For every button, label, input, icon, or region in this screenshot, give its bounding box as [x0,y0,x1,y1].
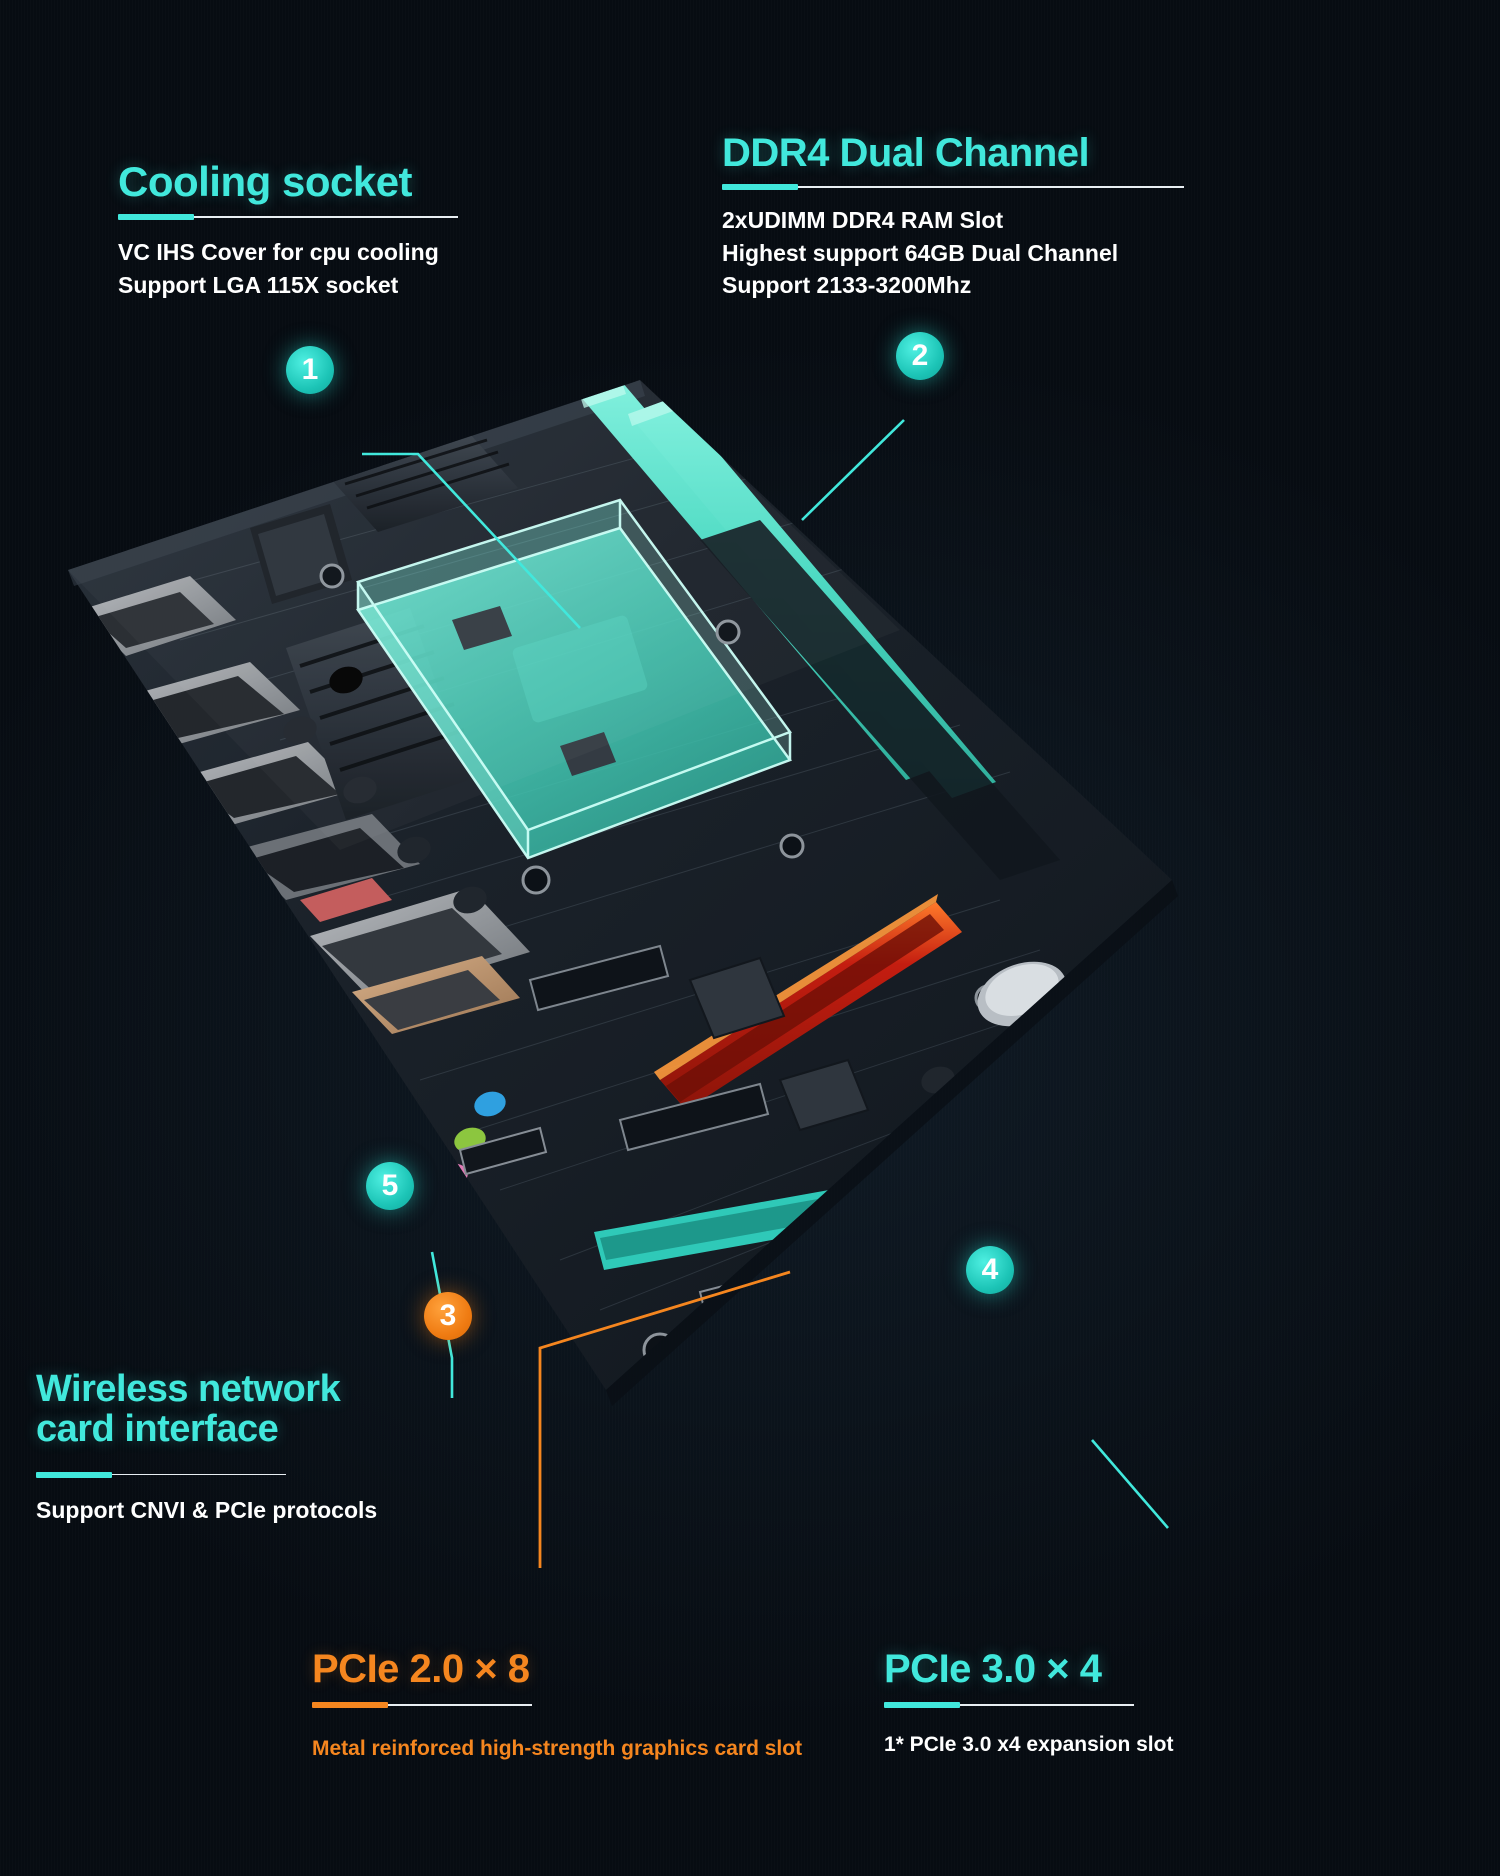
cooling-socket-divider [118,214,458,221]
marker-1-number: 1 [301,353,319,386]
ddr4-title: DDR4 Dual Channel [722,131,1090,175]
marker-1[interactable]: 1 [286,346,334,394]
marker-2-number: 2 [911,339,929,372]
marker-3[interactable]: 3 [424,1292,472,1340]
marker-5[interactable]: 5 [366,1162,414,1210]
pcie20-title: PCIe 2.0 × 8 [312,1647,530,1691]
motherboard-illustration [68,380,1178,1406]
marker-3-number: 3 [439,1299,457,1332]
cooling-socket-title: Cooling socket [118,158,413,205]
pcie20-divider [312,1702,532,1708]
pcie30-body: 1* PCIe 3.0 x4 expansion slot [884,1733,1174,1756]
pcie20-body: Metal reinforced high-strength graphics … [312,1737,803,1760]
pcie30-divider [884,1702,1134,1708]
marker-5-number: 5 [381,1169,399,1202]
motherboard-photo [0,380,1500,1520]
chipset-ics [452,606,870,1132]
section-pcie-20-x8: PCIe 2.0 × 8 Metal reinforced high-stren… [312,1648,852,1764]
marker-2[interactable]: 2 [896,332,944,380]
marker-4-number: 4 [981,1253,999,1286]
section-cooling-socket: Cooling socket VC IHS Cover for cpu cool… [118,158,518,301]
marker-4[interactable]: 4 [966,1246,1014,1294]
wireless-title: Wireless network card interface [36,1368,341,1450]
wireless-body: Support CNVI & PCIe protocols [36,1496,378,1523]
section-ddr4-dual-channel: DDR4 Dual Channel 2xUDIMM DDR4 RAM Slot … [722,132,1192,302]
section-pcie-30-x4: PCIe 3.0 × 4 1* PCIe 3.0 x4 expansion sl… [884,1648,1304,1760]
sata-ports [1048,998,1126,1074]
wireless-divider [36,1471,286,1478]
ddr4-body: 2xUDIMM DDR4 RAM Slot Highest support 64… [722,207,1119,299]
m2-sockets [528,944,770,1152]
ddr4-divider [722,184,1184,190]
cooling-socket-body: VC IHS Cover for cpu cooling Support LGA… [118,239,439,298]
pcie30-title: PCIe 3.0 × 4 [884,1647,1102,1691]
section-wireless-network-card-interface: Wireless network card interface Support … [36,1368,436,1526]
rear-io-ports [80,576,530,1034]
